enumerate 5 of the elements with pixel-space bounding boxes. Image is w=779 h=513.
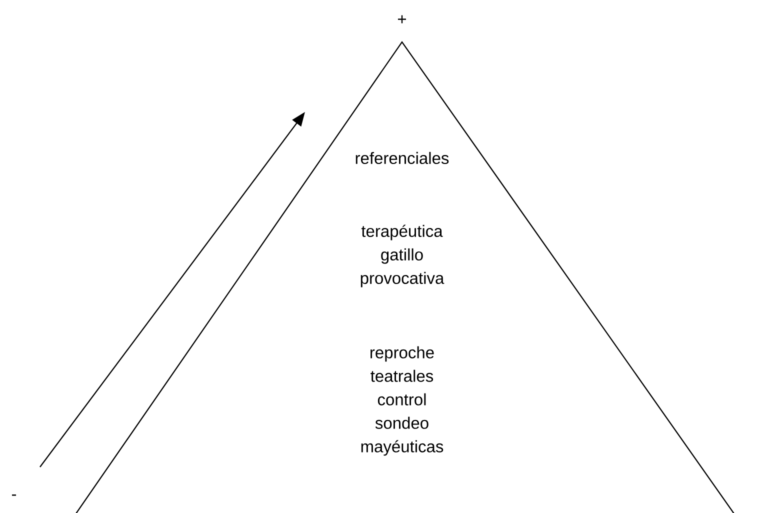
tier-label: reproche teatrales control sondeo mayéuticas: [361, 346, 444, 456]
tier-label: referenciales: [356, 152, 449, 164]
scale-sign: -: [12, 494, 16, 496]
scale-sign: +: [398, 15, 406, 24]
tier-label: terapéutica gatillo provocativa: [360, 224, 444, 288]
